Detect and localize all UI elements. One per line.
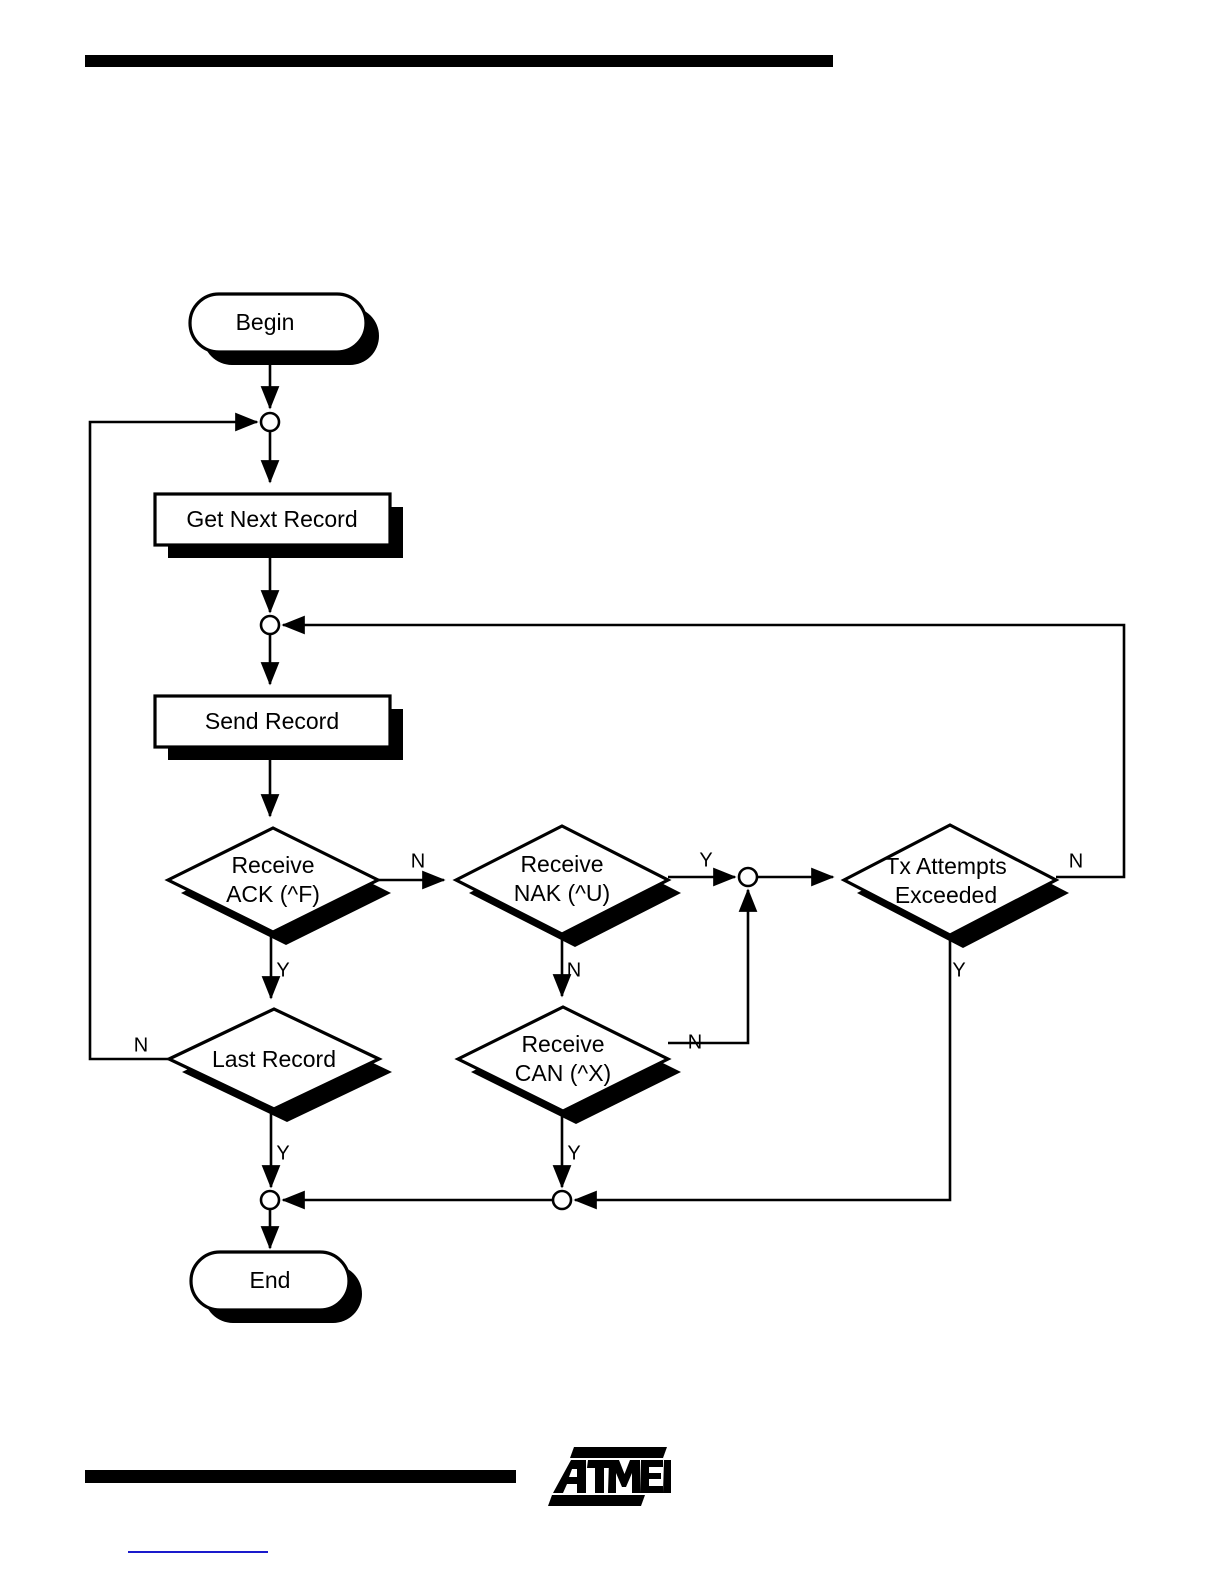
connectors (88, 352, 1126, 1250)
end-shape (189, 1250, 351, 1312)
receive-can-label-line2: CAN (^X) (515, 1060, 611, 1086)
tx-attempts-shape (840, 823, 1060, 937)
flowchart-canvas: Begin Get Next Record Send Record Receiv… (88, 292, 1126, 1323)
send-record-label: Send Record (205, 708, 339, 734)
edge-label-last-yes: Y (276, 1142, 289, 1164)
receive-ack-label-line1: Receive (231, 852, 314, 878)
junction-node-3 (737, 866, 759, 888)
junction-node-1 (259, 411, 281, 433)
edge-tx-attempts-no-to-junction2 (281, 615, 1126, 879)
last-record-label: Last Record (212, 1046, 336, 1072)
begin-shape (188, 292, 368, 354)
shape-shadows (168, 307, 1069, 1323)
receive-ack-shape (164, 826, 382, 934)
node-send-record[interactable]: Send Record (153, 694, 392, 749)
get-next-record-shape (153, 492, 392, 547)
edge-receive-can-no-to-junction3 (668, 888, 758, 1045)
tx-attempts-label-line2: Exceeded (895, 882, 997, 908)
node-tx-attempts-exceeded[interactable]: Tx Attempts Exceeded (840, 823, 1060, 937)
footer-link-underline[interactable] (128, 1551, 268, 1553)
node-receive-can[interactable]: Receive CAN (^X) (454, 1005, 672, 1113)
tx-attempts-label-line1: Tx Attempts (885, 853, 1006, 879)
edge-last-record-no-to-junction1 (88, 412, 259, 1061)
edge-label-nak-no: N (567, 959, 581, 981)
node-receive-ack[interactable]: Receive ACK (^F) (164, 826, 382, 934)
footer-rule (85, 1470, 516, 1483)
node-get-next-record[interactable]: Get Next Record (153, 492, 392, 547)
junction-node-5 (551, 1189, 573, 1211)
edge-label-can-yes: Y (567, 1142, 580, 1164)
flow-shapes: Begin Get Next Record Send Record Receiv… (153, 292, 1060, 1312)
receive-can-label-line1: Receive (521, 1031, 604, 1057)
edge-label-ack-yes: Y (276, 959, 289, 981)
edge-label-tx-yes: Y (952, 959, 965, 981)
node-end[interactable]: End (189, 1250, 351, 1312)
end-label: End (250, 1267, 291, 1293)
receive-ack-label-line2: ACK (^F) (226, 881, 320, 907)
receive-can-shape (454, 1005, 672, 1113)
edge-labels: N Y Y N N Y N Y N Y (134, 849, 1083, 1164)
edge-label-nak-yes: Y (699, 849, 712, 871)
send-record-shape (153, 694, 392, 749)
header-rule (85, 55, 833, 67)
last-record-shape (165, 1007, 383, 1111)
receive-nak-shape (452, 824, 672, 936)
edge-label-can-no: N (688, 1031, 702, 1053)
atmel-logo-icon (548, 1447, 671, 1506)
junction-node-4 (259, 1189, 281, 1211)
get-next-record-label: Get Next Record (186, 506, 357, 532)
begin-label: Begin (236, 309, 295, 335)
receive-nak-label-line1: Receive (520, 851, 603, 877)
node-begin[interactable]: Begin (188, 292, 368, 354)
junction-node-2 (259, 614, 281, 636)
edge-label-last-no: N (134, 1034, 148, 1056)
node-receive-nak[interactable]: Receive NAK (^U) (452, 824, 672, 936)
edge-tx-attempts-yes-to-junction5 (573, 935, 952, 1210)
receive-nak-label-line2: NAK (^U) (514, 880, 610, 906)
edge-label-tx-no: N (1069, 850, 1083, 872)
node-last-record[interactable]: Last Record (165, 1007, 383, 1111)
edge-label-ack-no: N (411, 850, 425, 872)
